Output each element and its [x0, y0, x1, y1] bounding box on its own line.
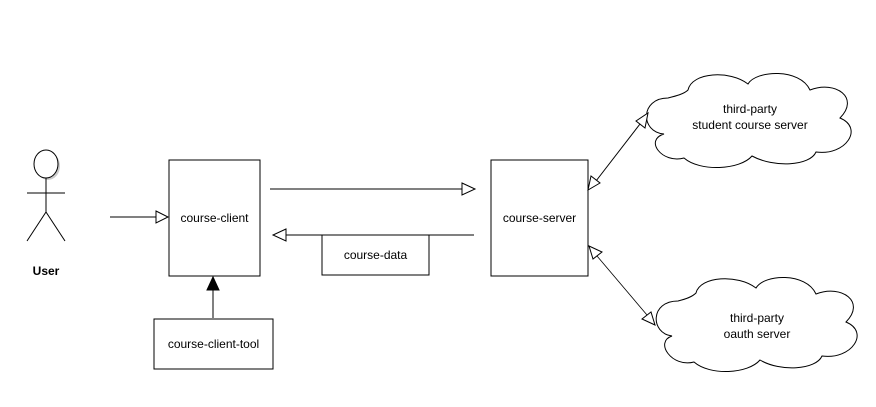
- course-server-label: course-server: [503, 211, 576, 225]
- oauth-cloud-line2: oauth server: [724, 327, 791, 341]
- edge-user-to-client: [110, 210, 170, 224]
- course-client-tool-label: course-client-tool: [168, 337, 259, 351]
- edge-client-to-server: [270, 182, 477, 196]
- course-client-tool-box[interactable]: [153, 318, 274, 370]
- course-client-box[interactable]: [168, 159, 261, 277]
- edge-server-student-cloud: [587, 111, 649, 192]
- student-course-server-cloud[interactable]: [646, 73, 852, 169]
- course-server-box[interactable]: [490, 159, 589, 277]
- oauth-server-cloud[interactable]: [655, 277, 858, 373]
- course-data-label: course-data: [344, 248, 408, 262]
- user-label: User: [33, 264, 60, 278]
- edge-tool-to-client: [206, 275, 220, 318]
- student-cloud-line1: third-party: [723, 102, 777, 116]
- course-client-label: course-client: [180, 211, 249, 225]
- course-data-box[interactable]: [321, 234, 430, 276]
- student-cloud-line2: student course server: [692, 118, 807, 132]
- oauth-cloud-line1: third-party: [730, 311, 784, 325]
- edge-server-oauth-cloud: [588, 245, 656, 326]
- user-actor[interactable]: [26, 149, 66, 242]
